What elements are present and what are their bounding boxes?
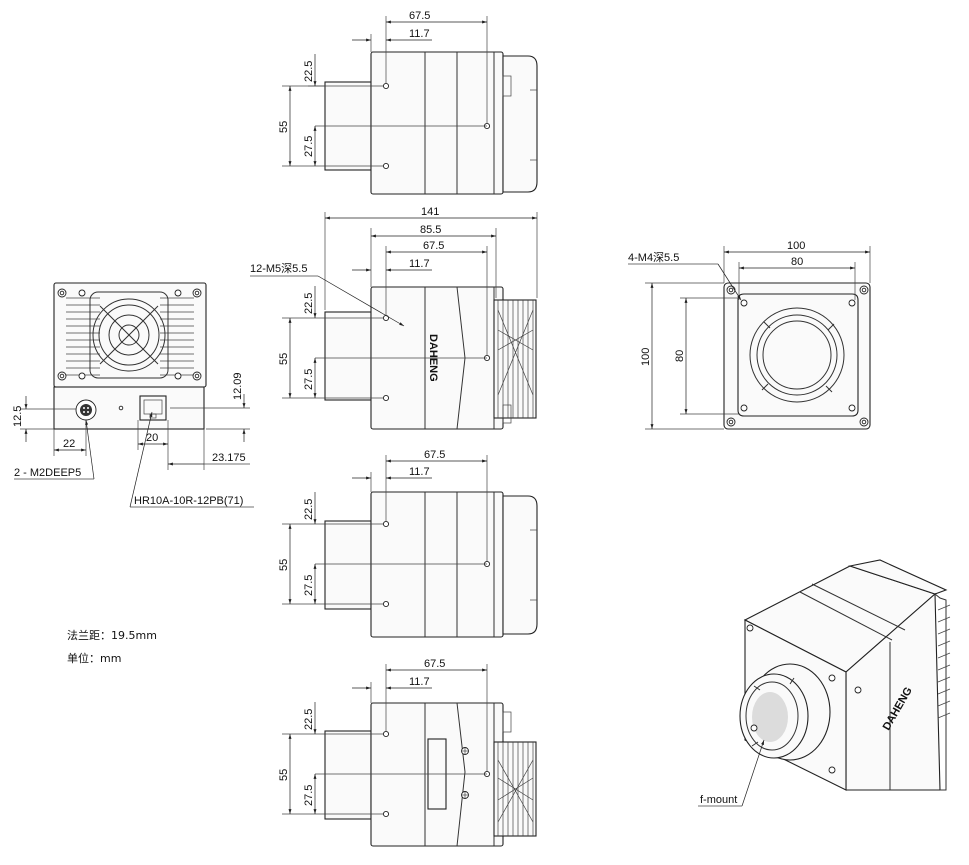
dim-top-67-5: 67.5 bbox=[409, 10, 430, 22]
dim-bottom-11-7: 11.7 bbox=[409, 466, 430, 478]
dim-rear-12-5: 12.5 bbox=[12, 406, 24, 427]
dim-rear-20: 20 bbox=[146, 432, 158, 444]
dim-rear-23-175: 23.175 bbox=[212, 452, 246, 464]
power-connector-icon bbox=[75, 399, 97, 421]
dim-rear-22: 22 bbox=[63, 438, 75, 450]
dim-back-55: 55 bbox=[278, 769, 290, 781]
cross-screw-bottom bbox=[461, 791, 469, 799]
dim-back-11-7: 11.7 bbox=[409, 676, 430, 688]
dim-top-55: 55 bbox=[278, 121, 290, 133]
dim-side-141: 141 bbox=[421, 206, 439, 218]
dim-side-85-5: 85.5 bbox=[420, 224, 441, 236]
dim-front-100-w: 100 bbox=[787, 240, 805, 252]
callout-mount: f-mount bbox=[700, 794, 737, 806]
dim-front-80-h: 80 bbox=[674, 350, 686, 362]
dim-bottom-27-5: 27.5 bbox=[303, 575, 315, 596]
bottom-view: 67.5 11.7 22.5 55 27.5 bbox=[278, 449, 538, 638]
callout-io-connector: HR10A-10R-12PB(71) bbox=[134, 495, 243, 507]
dim-back-22-5: 22.5 bbox=[303, 709, 315, 730]
dim-front-100-h: 100 bbox=[640, 348, 652, 366]
dim-bottom-67-5: 67.5 bbox=[424, 449, 445, 461]
side-view: DAHENG 141 85.5 67.5 11.7 12-M5深5.5 22.5… bbox=[250, 206, 538, 430]
dim-side-55: 55 bbox=[278, 353, 290, 365]
dim-top-22-5: 22.5 bbox=[303, 61, 315, 82]
dim-rear-12-09: 12.09 bbox=[232, 372, 244, 400]
dim-side-11-7: 11.7 bbox=[409, 258, 430, 270]
dim-back-27-5: 27.5 bbox=[303, 785, 315, 806]
dim-top-27-5: 27.5 bbox=[303, 136, 315, 157]
top-view: 67.5 11.7 22.5 55 27.5 bbox=[278, 10, 538, 195]
ethernet-port-icon bbox=[139, 395, 167, 421]
callout-front-holes: 4-M4深5.5 bbox=[628, 251, 679, 264]
dim-back-67-5: 67.5 bbox=[424, 658, 445, 670]
dim-front-80-w: 80 bbox=[791, 256, 803, 268]
callout-power-connector: 2 - M2DEEP5 bbox=[14, 467, 81, 479]
front-view: 100 80 100 80 4-M4深5.5 bbox=[628, 240, 871, 430]
brand-logo-side: DAHENG bbox=[427, 334, 439, 382]
back-side-view: 67.5 11.7 22.5 55 27.5 bbox=[278, 658, 537, 847]
dim-side-27-5: 27.5 bbox=[303, 369, 315, 390]
lens-mount-icon bbox=[739, 663, 831, 761]
dim-side-22-5: 22.5 bbox=[303, 293, 315, 314]
svg-text:DAHENG: DAHENG bbox=[427, 334, 439, 382]
flange-distance-note: 法兰距：19.5mm bbox=[67, 629, 157, 642]
unit-note: 单位：mm bbox=[67, 652, 122, 665]
callout-side-holes: 12-M5深5.5 bbox=[250, 262, 307, 275]
fan-icon bbox=[89, 291, 169, 379]
dim-bottom-55: 55 bbox=[278, 559, 290, 571]
cross-screw-top bbox=[461, 747, 469, 755]
rear-panel-view: 12.5 22 20 23.175 12.09 2 - M2DEEP5 HR10… bbox=[12, 282, 254, 508]
dim-side-67-5: 67.5 bbox=[423, 240, 444, 252]
dim-bottom-22-5: 22.5 bbox=[303, 499, 315, 520]
isometric-view: DAHENG f-mount bbox=[698, 559, 951, 807]
dim-top-11-7: 11.7 bbox=[409, 28, 430, 40]
